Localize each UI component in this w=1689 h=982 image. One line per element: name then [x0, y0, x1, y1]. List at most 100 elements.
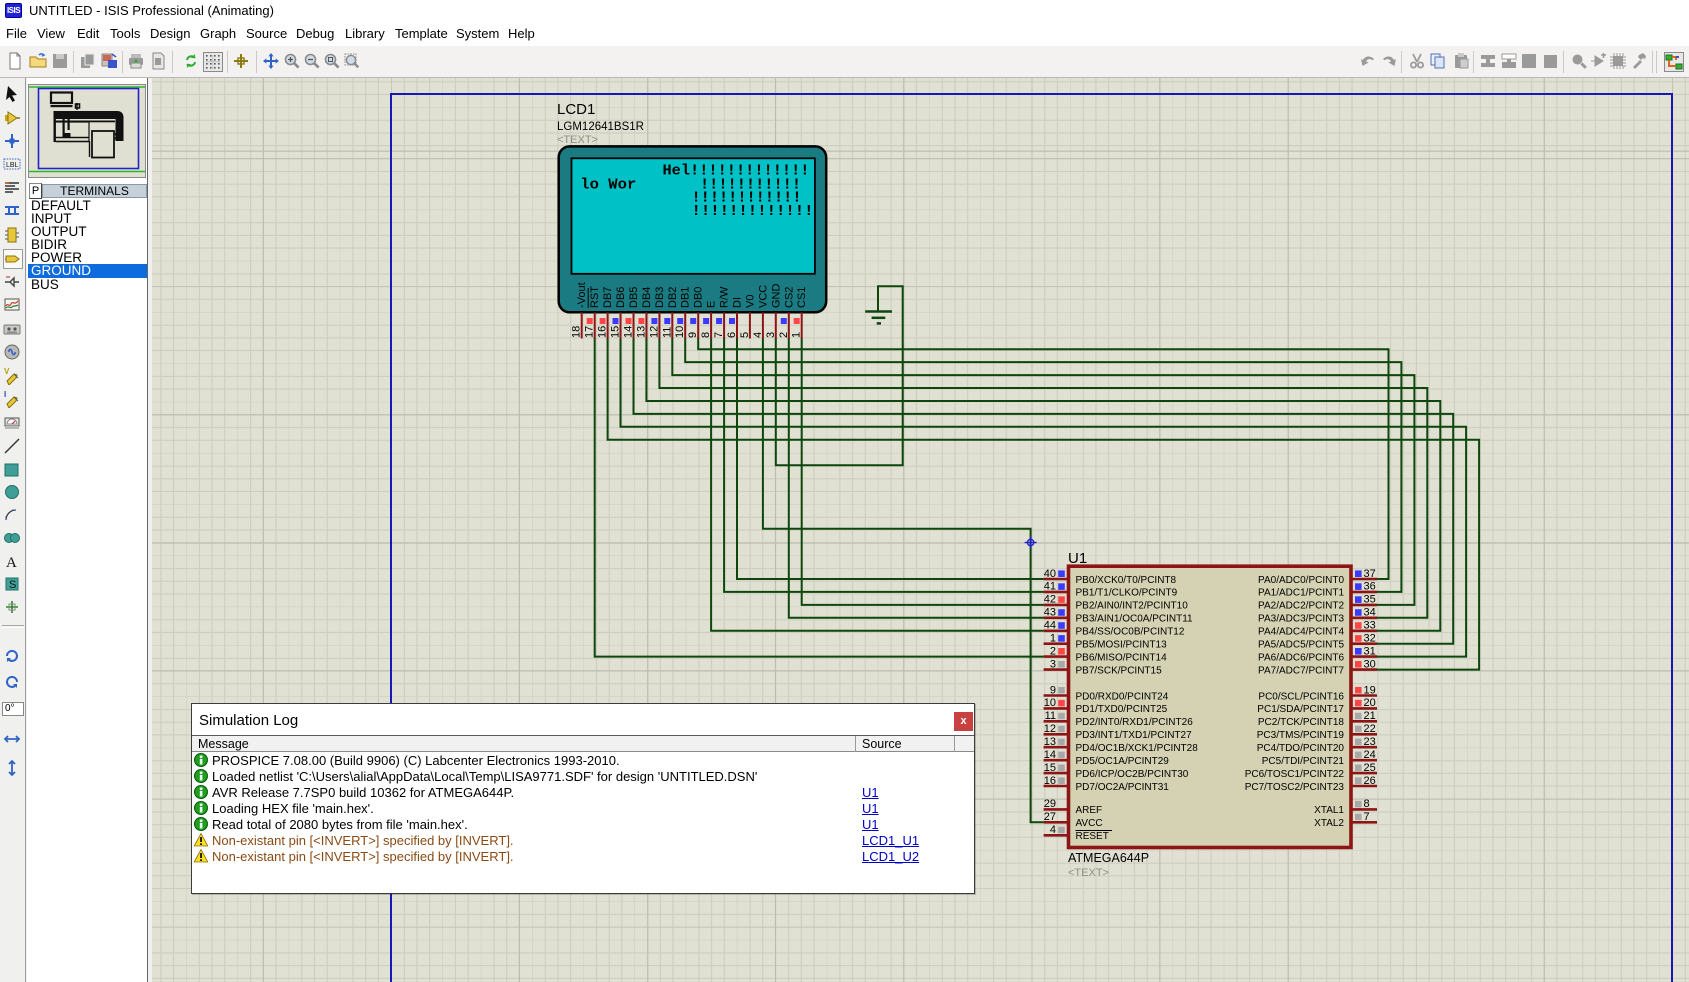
- svg-text:LGM12641BS1R: LGM12641BS1R: [557, 121, 644, 133]
- svg-text:14: 14: [1044, 749, 1056, 761]
- svg-text:PB0/XCK0/T0/PCINT8: PB0/XCK0/T0/PCINT8: [1076, 575, 1177, 586]
- svg-text:18: 18: [571, 326, 583, 338]
- svg-text:33: 33: [1364, 620, 1376, 632]
- svg-text:35: 35: [1364, 594, 1376, 606]
- svg-text:S: S: [9, 579, 16, 591]
- svg-text:8: 8: [700, 332, 712, 338]
- svg-text:RESET: RESET: [1076, 831, 1109, 842]
- svg-text:26: 26: [1364, 775, 1376, 787]
- svg-text:PA2/ADC2/PCINT2: PA2/ADC2/PCINT2: [1258, 601, 1344, 612]
- svg-text:PC6/TOSC1/PCINT22: PC6/TOSC1/PCINT22: [1245, 769, 1345, 780]
- svg-text:9: 9: [687, 332, 699, 338]
- svg-text:PA4/ADC4/PCINT4: PA4/ADC4/PCINT4: [1258, 627, 1344, 638]
- svg-text:41: 41: [1044, 581, 1056, 593]
- svg-text:10: 10: [1044, 697, 1056, 709]
- svg-text:1: 1: [1050, 633, 1056, 645]
- svg-text:DB0: DB0: [693, 287, 705, 308]
- svg-text:PB2/AIN0/INT2/PCINT10: PB2/AIN0/INT2/PCINT10: [1076, 601, 1189, 612]
- svg-text:34: 34: [1364, 607, 1376, 619]
- svg-text:V0: V0: [744, 295, 756, 308]
- svg-text:23: 23: [1364, 736, 1376, 748]
- svg-text:PD2/INT0/RXD1/PCINT26: PD2/INT0/RXD1/PCINT26: [1076, 717, 1194, 728]
- svg-text:CS2: CS2: [783, 287, 795, 308]
- svg-text:37: 37: [1364, 568, 1376, 580]
- svg-text:!!!!!!!!!!!!!: !!!!!!!!!!!!!: [692, 204, 814, 220]
- svg-text:10: 10: [674, 326, 686, 338]
- svg-text:DI: DI: [732, 297, 744, 308]
- svg-text:LBL: LBL: [6, 162, 19, 169]
- svg-text:DB5: DB5: [628, 287, 640, 308]
- svg-text:13: 13: [1044, 736, 1056, 748]
- svg-text:VCC: VCC: [757, 285, 769, 308]
- svg-text:RST: RST: [589, 286, 601, 308]
- svg-text:44: 44: [1044, 620, 1056, 632]
- svg-text:U1: U1: [1068, 550, 1087, 567]
- svg-text:AREF: AREF: [1076, 805, 1103, 816]
- svg-text:12: 12: [1044, 723, 1056, 735]
- svg-text:40: 40: [1044, 568, 1056, 580]
- svg-text:8: 8: [1364, 798, 1370, 810]
- svg-text:14: 14: [623, 326, 635, 338]
- svg-text:DB6: DB6: [615, 287, 627, 308]
- svg-text:17: 17: [584, 326, 596, 338]
- svg-text:15: 15: [1044, 762, 1056, 774]
- svg-text:lo Wor: lo Wor: [580, 177, 636, 193]
- svg-text:PD7/OC2A/PCINT31: PD7/OC2A/PCINT31: [1076, 782, 1170, 793]
- svg-text:29: 29: [1044, 798, 1056, 810]
- svg-text:PC0/SCL/PCINT16: PC0/SCL/PCINT16: [1258, 691, 1344, 702]
- svg-text:PA5/ADC5/PCINT5: PA5/ADC5/PCINT5: [1258, 640, 1344, 651]
- svg-text:DB2: DB2: [667, 287, 679, 308]
- svg-text:3: 3: [1050, 658, 1056, 670]
- svg-text:A: A: [6, 555, 17, 570]
- svg-text:9: 9: [1050, 684, 1056, 696]
- svg-text:6: 6: [726, 332, 738, 338]
- svg-text:DB3: DB3: [654, 287, 666, 308]
- svg-text:R/W: R/W: [719, 286, 731, 308]
- svg-text:PB1/T1/CLKO/PCINT9: PB1/T1/CLKO/PCINT9: [1076, 588, 1178, 599]
- svg-text:36: 36: [1364, 581, 1376, 593]
- svg-text:GND: GND: [770, 284, 782, 309]
- svg-text:XTAL1: XTAL1: [1314, 805, 1344, 816]
- svg-text:PB3/AIN1/OC0A/PCINT11: PB3/AIN1/OC0A/PCINT11: [1076, 614, 1194, 625]
- svg-text:1: 1: [791, 332, 803, 338]
- svg-text:32: 32: [1364, 633, 1376, 645]
- svg-text:3: 3: [765, 332, 777, 338]
- svg-text:-Vout: -Vout: [576, 282, 588, 308]
- svg-text:PD1/TXD0/PCINT25: PD1/TXD0/PCINT25: [1076, 704, 1168, 715]
- svg-text:PB4/SS/OC0B/PCINT12: PB4/SS/OC0B/PCINT12: [1076, 627, 1185, 638]
- svg-text:I: I: [4, 390, 6, 399]
- svg-text:PD0/RXD0/PCINT24: PD0/RXD0/PCINT24: [1076, 691, 1169, 702]
- svg-text:42: 42: [1044, 594, 1056, 606]
- svg-text:PC5/TDI/PCINT21: PC5/TDI/PCINT21: [1262, 756, 1345, 767]
- svg-text:11: 11: [1045, 710, 1056, 722]
- svg-text:11: 11: [661, 327, 673, 338]
- svg-text:22: 22: [1364, 723, 1376, 735]
- svg-text:19: 19: [1364, 684, 1376, 696]
- svg-text:15: 15: [610, 326, 622, 338]
- svg-text:27: 27: [1044, 811, 1056, 823]
- svg-text:5: 5: [739, 332, 751, 338]
- svg-text:DB1: DB1: [680, 287, 692, 308]
- svg-text:DB7: DB7: [602, 287, 614, 308]
- svg-text:PA7/ADC7/PCINT7: PA7/ADC7/PCINT7: [1258, 665, 1344, 676]
- svg-text:PA3/ADC3/PCINT3: PA3/ADC3/PCINT3: [1258, 614, 1344, 625]
- svg-text:24: 24: [1364, 749, 1376, 761]
- svg-text:2: 2: [1050, 645, 1056, 657]
- svg-text:XTAL2: XTAL2: [1314, 818, 1344, 829]
- svg-text:PB5/MOSI/PCINT13: PB5/MOSI/PCINT13: [1076, 640, 1168, 651]
- svg-text:<TEXT>: <TEXT>: [557, 134, 598, 146]
- svg-text:PA6/ADC6/PCINT6: PA6/ADC6/PCINT6: [1258, 652, 1344, 663]
- svg-text:V: V: [4, 367, 10, 376]
- svg-text:4: 4: [1050, 824, 1056, 836]
- svg-text:13: 13: [635, 326, 647, 338]
- svg-text:31: 31: [1364, 645, 1376, 657]
- svg-text:20: 20: [1364, 697, 1376, 709]
- svg-text:!!!!!!!!!!!: !!!!!!!!!!!: [700, 177, 801, 193]
- svg-text:PA1/ADC1/PCINT1: PA1/ADC1/PCINT1: [1258, 588, 1344, 599]
- svg-text:ATMEGA644P: ATMEGA644P: [1068, 851, 1149, 865]
- svg-text:PB6/MISO/PCINT14: PB6/MISO/PCINT14: [1076, 652, 1168, 663]
- svg-text:CS1: CS1: [796, 287, 808, 308]
- svg-text:PC7/TOSC2/PCINT23: PC7/TOSC2/PCINT23: [1245, 782, 1345, 793]
- svg-text:12: 12: [648, 326, 660, 338]
- svg-text:21: 21: [1364, 710, 1376, 722]
